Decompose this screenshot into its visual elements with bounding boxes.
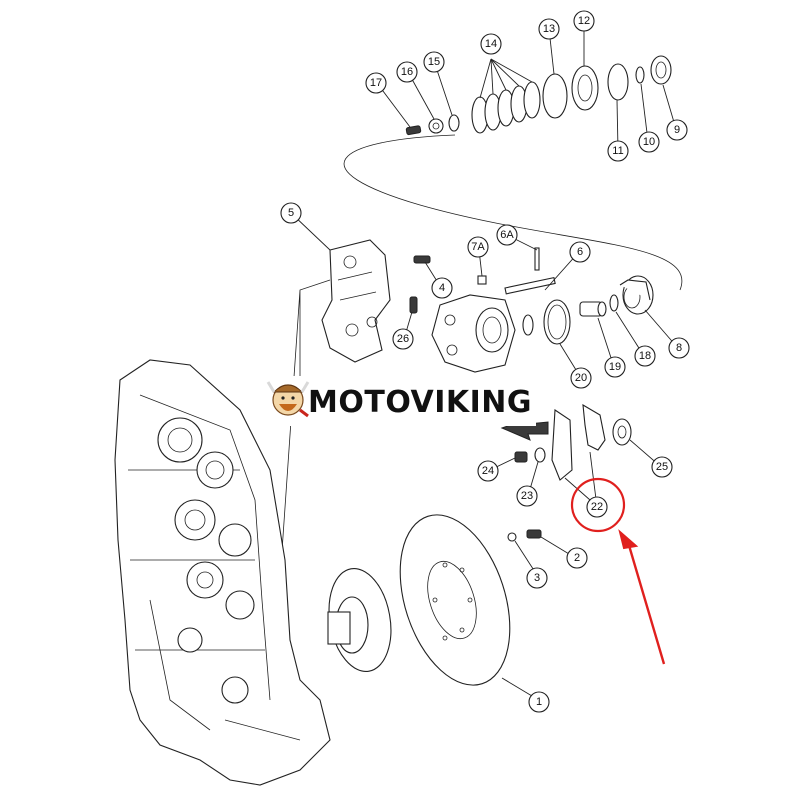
svg-text:11: 11 (612, 145, 623, 157)
nut-24 (514, 451, 528, 463)
bolt-4 (413, 255, 431, 264)
callout-7a: 7A (467, 236, 489, 258)
bearing-9 (650, 55, 672, 85)
housing-8 (619, 275, 654, 315)
callout-22: 22 (586, 496, 608, 518)
svg-text:14: 14 (485, 38, 497, 50)
callout-20: 20 (570, 367, 592, 389)
svg-text:1: 1 (536, 696, 542, 708)
piston-12 (571, 65, 599, 111)
callout-24: 24 (477, 460, 499, 482)
nut-16 (428, 118, 444, 134)
washer-3 (507, 532, 517, 542)
callout-25: 25 (651, 456, 673, 478)
bolt-26 (409, 296, 418, 314)
seal-10 (635, 66, 645, 84)
svg-text:8: 8 (676, 342, 682, 354)
nut-23 (534, 447, 546, 463)
svg-text:3: 3 (534, 572, 540, 584)
bolt-2 (526, 529, 542, 539)
svg-text:22: 22 (591, 501, 603, 513)
bracket-5 (321, 239, 391, 363)
svg-text:20: 20 (575, 372, 587, 384)
pin-6 (504, 276, 556, 295)
callout-8: 8 (668, 337, 690, 359)
caliper-housing (431, 294, 516, 373)
o-ring-13 (542, 73, 568, 119)
brake-disc-1 (399, 514, 511, 686)
callout-5: 5 (280, 202, 302, 224)
highlight-arrow (618, 529, 666, 665)
hub-flange (327, 567, 392, 673)
svg-text:18: 18 (639, 350, 651, 362)
callout-6: 6 (569, 241, 591, 263)
highlight-ring (570, 477, 626, 533)
svg-text:23: 23 (521, 490, 533, 502)
svg-text:10: 10 (643, 136, 655, 148)
svg-text:2: 2 (574, 552, 580, 564)
callout-13: 13 (538, 18, 560, 40)
svg-text:17: 17 (370, 77, 382, 89)
callout-19: 19 (604, 356, 626, 378)
callout-23: 23 (516, 485, 538, 507)
callout-4: 4 (431, 277, 453, 299)
svg-text:15: 15 (428, 56, 440, 68)
callout-2: 2 (566, 547, 588, 569)
snap-ring-11 (607, 63, 629, 101)
svg-text:6A: 6A (500, 229, 514, 241)
svg-text:6: 6 (577, 246, 583, 258)
brake-pad-22 (551, 403, 606, 481)
seal-ring-20 (543, 299, 571, 345)
svg-text:24: 24 (482, 465, 494, 477)
o-ring-small (522, 314, 534, 336)
callout-10: 10 (638, 131, 660, 153)
svg-text:26: 26 (397, 333, 409, 345)
callout-11: 11 (607, 140, 629, 162)
svg-text:7A: 7A (471, 241, 485, 253)
callout-17: 17 (365, 72, 387, 94)
callout-12: 12 (573, 10, 595, 32)
bolt-17 (405, 125, 422, 136)
watermark-text: MOTOVIKING (308, 385, 532, 420)
svg-text:16: 16 (401, 66, 413, 78)
transmission-housing (114, 359, 331, 786)
piston-19 (579, 301, 607, 317)
bleeder-6a (534, 247, 540, 271)
washer-15 (448, 114, 460, 132)
callout-9: 9 (666, 119, 688, 141)
callout-15: 15 (423, 51, 445, 73)
washer-25 (612, 418, 632, 446)
svg-text:12: 12 (578, 15, 590, 27)
watermark-logo: MOTOVIKING (264, 376, 536, 426)
callout-16: 16 (396, 61, 418, 83)
callout-18: 18 (634, 345, 656, 367)
callout-6a: 6A (496, 224, 518, 246)
ring-18 (609, 294, 619, 312)
callout-3: 3 (526, 567, 548, 589)
plug-7a (477, 275, 487, 285)
svg-text:5: 5 (288, 207, 294, 219)
svg-text:4: 4 (439, 282, 445, 294)
callout-26: 26 (392, 328, 414, 350)
svg-text:9: 9 (674, 124, 680, 136)
callout-1: 1 (528, 691, 550, 713)
svg-text:13: 13 (543, 23, 555, 35)
assembly-guide-line (343, 134, 683, 291)
viking-mascot-icon (266, 381, 310, 418)
svg-text:25: 25 (656, 461, 668, 473)
svg-text:19: 19 (609, 361, 621, 373)
callout-14: 14 (480, 33, 502, 55)
